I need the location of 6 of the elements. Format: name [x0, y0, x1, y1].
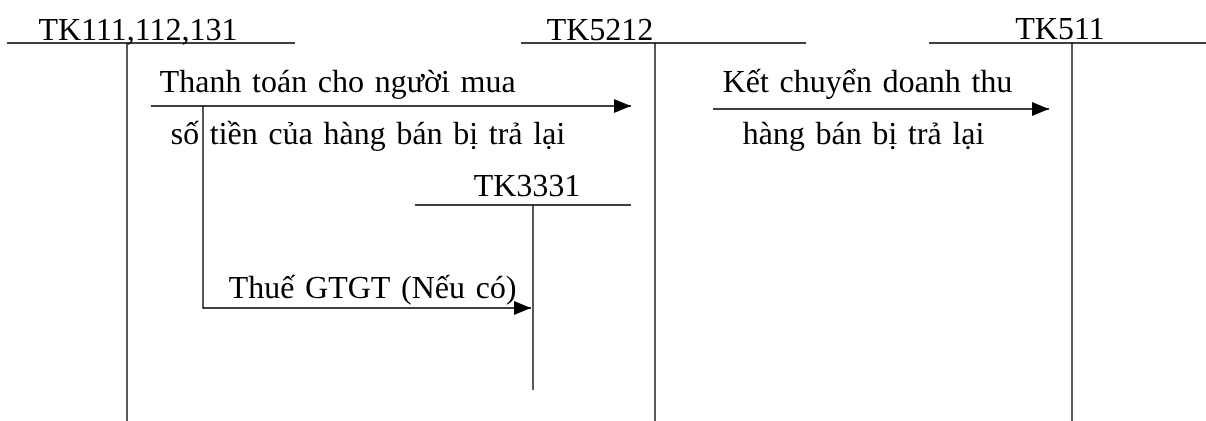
edge-label: Thuế GTGT (Nếu có) [229, 274, 516, 305]
edge-label: Kết chuyển doanh thu hàng bán bị trả lại [723, 68, 1012, 151]
arrow [150, 99, 632, 113]
arrow [712, 102, 1050, 116]
arrow [202, 105, 532, 315]
edge-label: Thanh toán cho người mua số tiền của hàng bán bị trả lại [160, 69, 565, 151]
